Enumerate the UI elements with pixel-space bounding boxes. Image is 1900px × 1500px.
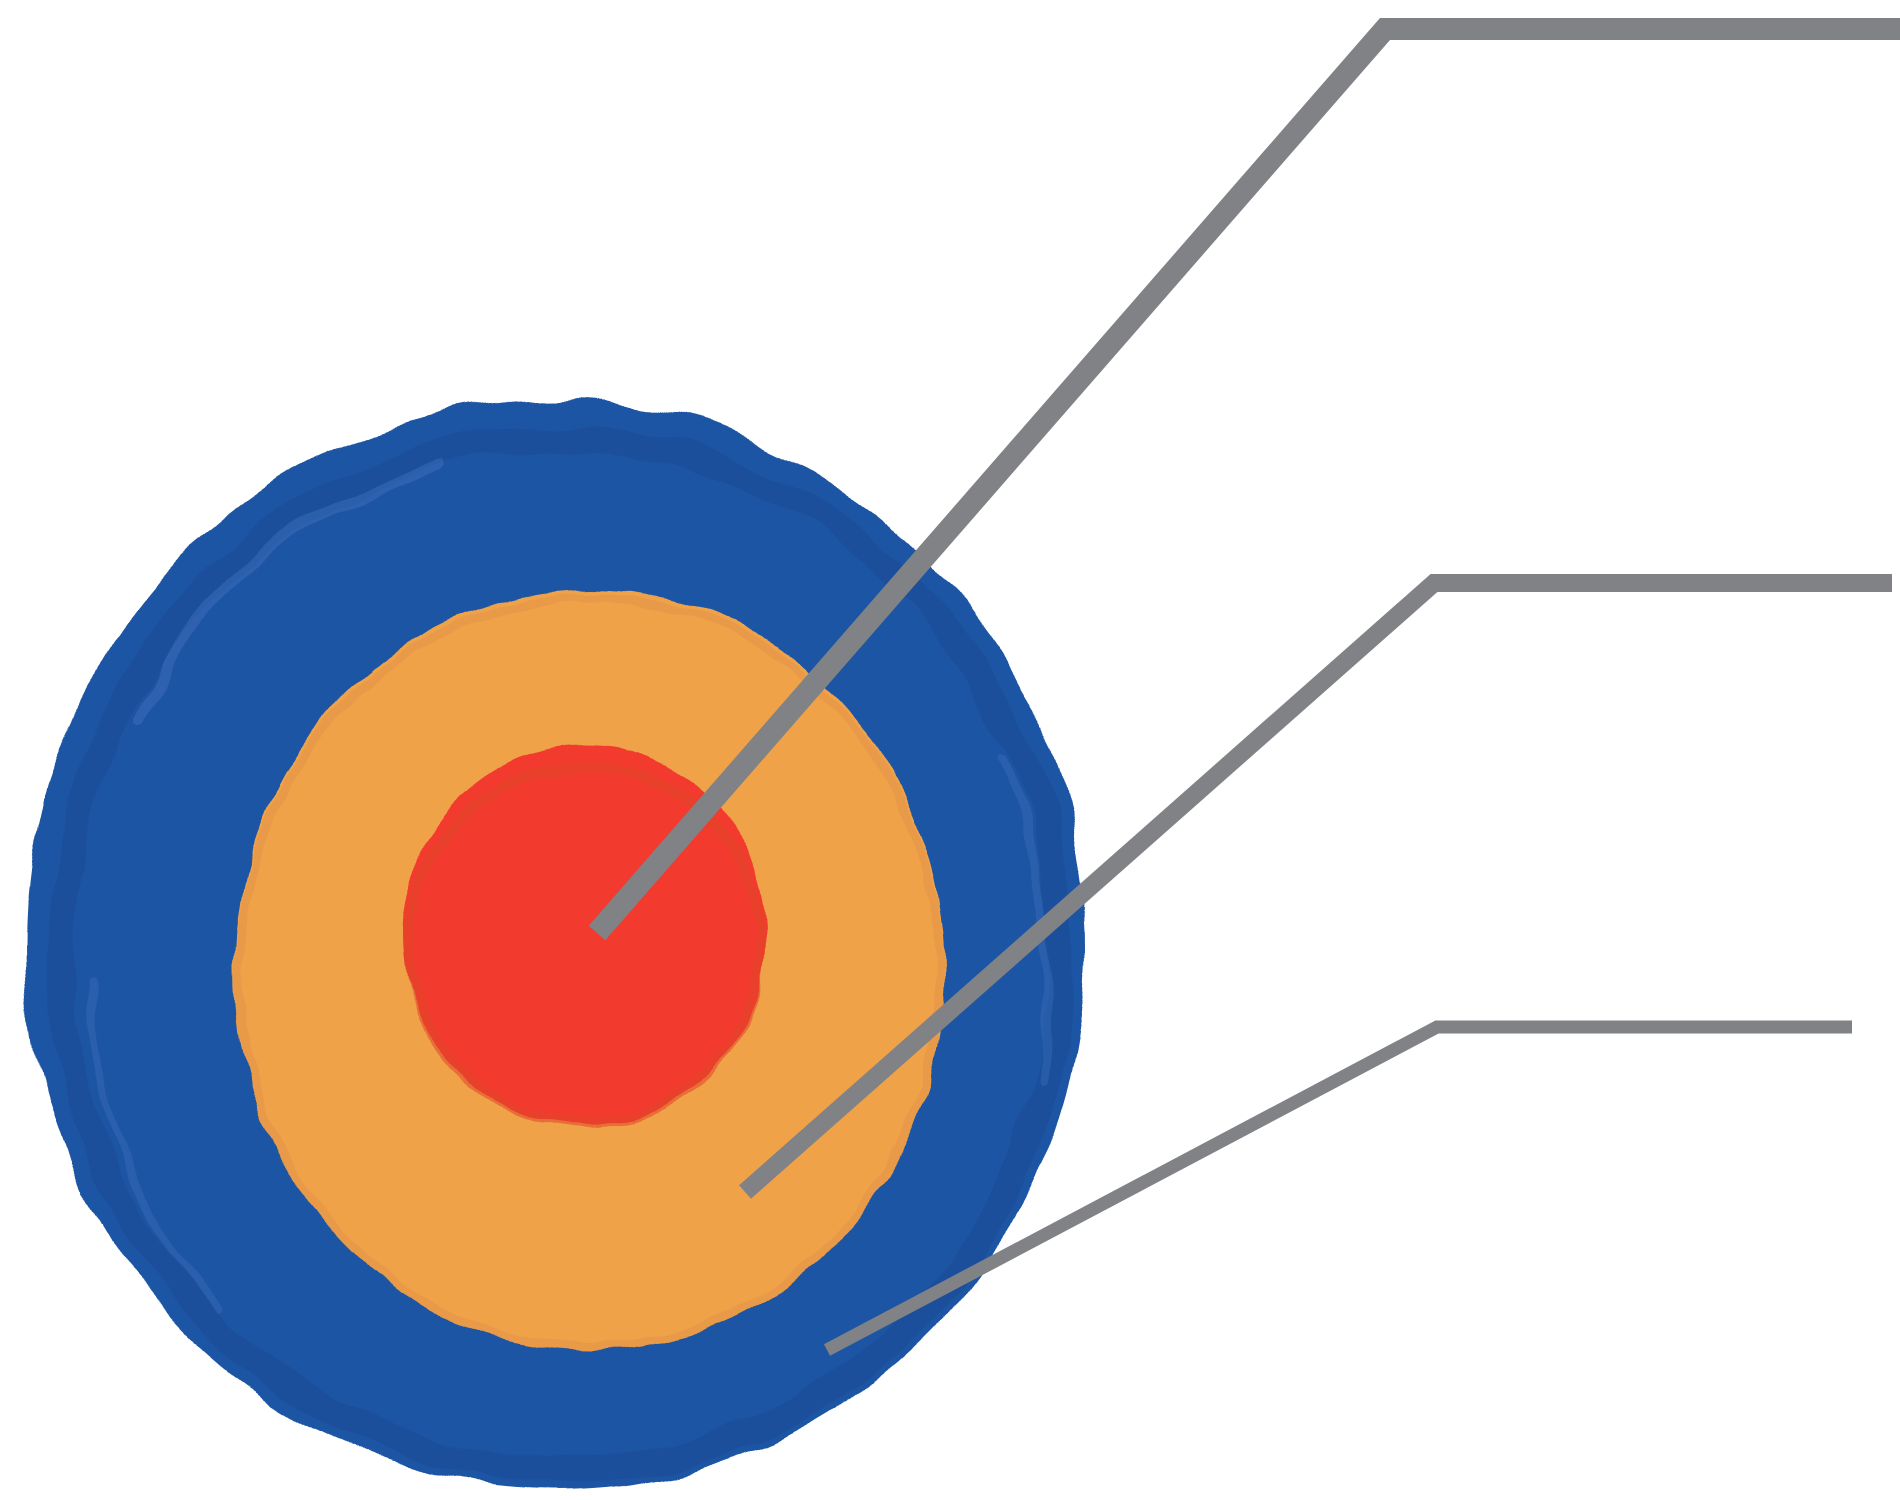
diagram-canvas: [0, 0, 1900, 1500]
target-diagram: [0, 0, 1900, 1500]
